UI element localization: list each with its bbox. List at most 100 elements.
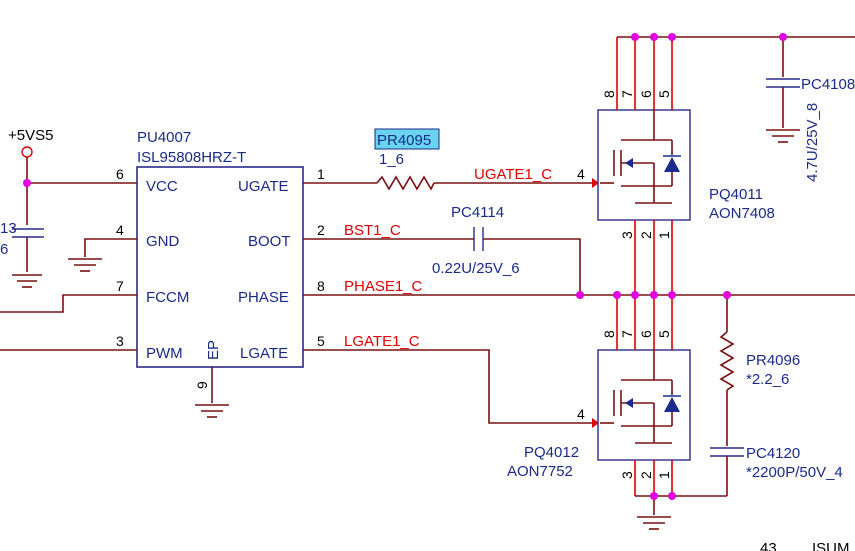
pq4011-pin-6: 6 — [638, 90, 654, 98]
power-port-5vs5 — [21, 146, 33, 158]
pq4011-top-leads — [616, 37, 673, 110]
junction-dot — [668, 492, 676, 500]
pq4012-bottom-leads — [634, 460, 673, 496]
arrow-icon — [592, 178, 599, 188]
pc4114-value: 0.22U/25V_6 — [432, 260, 520, 277]
pq4012-pin-8: 8 — [601, 330, 617, 338]
pq4011-ref: PQ4011 — [709, 186, 763, 203]
pr4095-highlight — [374, 128, 440, 150]
pq4011-part: AON7408 — [709, 205, 775, 222]
pq4012-gate-pin: 4 — [577, 406, 585, 422]
ground-icon — [766, 129, 800, 143]
pin-num-gnd: 4 — [116, 222, 124, 238]
junction-dot — [650, 33, 658, 41]
pq4012-body — [597, 349, 691, 461]
pq4011-pin-3: 3 — [619, 231, 635, 239]
pin-num-fccm: 7 — [116, 278, 124, 294]
pin-num-phase: 8 — [317, 278, 325, 294]
ground-icon — [12, 274, 42, 288]
pr4095-value: 1_6 — [379, 151, 404, 168]
power-label-5vs5: +5VS5 — [8, 127, 53, 144]
pq4011-bottom-leads — [634, 220, 673, 295]
pq4012-pin-1: 1 — [656, 471, 672, 479]
pc4120-value: *2200P/50V_4 — [746, 464, 843, 481]
arrow-icon — [592, 418, 599, 428]
ground-icon — [637, 516, 671, 530]
pq4012-ref: PQ4012 — [524, 444, 579, 461]
mosfet-icon — [600, 110, 673, 204]
gnd-wire — [84, 238, 137, 257]
net-lgate: LGATE1_C — [344, 333, 420, 350]
junction-dot — [631, 291, 639, 299]
pin-name-fccm: FCCM — [146, 289, 189, 306]
ground-icon — [195, 404, 229, 418]
net-boot: BST1_C — [344, 222, 401, 239]
ic-ref: PU4007 — [137, 129, 191, 146]
junction-dot — [668, 291, 676, 299]
pq4011-pin-7: 7 — [619, 90, 635, 98]
ground-icon — [68, 258, 102, 272]
pq4012-pin-2: 2 — [638, 471, 654, 479]
pin-name-gnd: GND — [146, 233, 180, 250]
pc4120-ref: PC4120 — [746, 445, 800, 462]
pin-num-boot: 2 — [317, 222, 325, 238]
net-phase: PHASE1_C — [344, 278, 423, 295]
pq4011-pin-1: 1 — [656, 231, 672, 239]
pin-num-ep: 9 — [194, 381, 210, 389]
junction-dot — [23, 179, 31, 187]
pin-num-vcc: 6 — [116, 166, 124, 182]
resistor-pr4095 — [376, 175, 435, 191]
pq4011-pin-8: 8 — [601, 90, 617, 98]
ic-body — [136, 166, 304, 368]
resistor-pr4096 — [719, 331, 735, 391]
mosfet-icon — [600, 350, 673, 444]
pq4012-pin-6: 6 — [638, 330, 654, 338]
pq4011-pin-5: 5 — [656, 90, 672, 98]
junction-dot — [576, 291, 584, 299]
pq4012-pin-7: 7 — [619, 330, 635, 338]
lgate-wire — [303, 349, 592, 424]
body-diode-icon — [664, 397, 680, 412]
pin-name-lgate: LGATE — [240, 345, 288, 362]
junction-dot — [723, 291, 731, 299]
pq4012-pin-5: 5 — [656, 330, 672, 338]
pr4096-ref: PR4096 — [746, 352, 800, 369]
junction-dot — [631, 33, 639, 41]
footer-text: ISUM — [812, 540, 850, 551]
mosfet-arrow-icon — [625, 158, 633, 168]
pin-name-vcc: VCC — [146, 178, 178, 195]
net-ugate: UGATE1_C — [474, 166, 552, 183]
junction-dots — [23, 33, 787, 500]
pin-name-pwm: PWM — [146, 345, 183, 362]
pin-num-ugate: 1 — [317, 166, 325, 182]
junction-dot — [650, 291, 658, 299]
pin-num-pwm: 3 — [116, 333, 124, 349]
left-cap-value-fragment: 6 — [0, 241, 8, 258]
pq4012-top-leads — [616, 295, 673, 350]
pr4096-value: *2.2_6 — [746, 371, 789, 388]
junction-dot — [650, 492, 658, 500]
mosfet-arrow-icon — [625, 398, 633, 408]
pc4108-value: 4.7U/25V_8 — [804, 103, 821, 182]
pin-name-ep: EP — [205, 340, 222, 360]
pq4011-pin-2: 2 — [638, 231, 654, 239]
pc4114-ref: PC4114 — [451, 204, 504, 221]
pq4012-pin-3: 3 — [619, 471, 635, 479]
pq4011-body — [597, 109, 691, 221]
boot-cap-wire — [483, 238, 581, 295]
left-cap-ref-fragment: 13 — [0, 220, 17, 237]
footer-page: 43 — [760, 540, 777, 551]
pin-num-lgate: 5 — [317, 333, 325, 349]
pq4011-gate-pin: 4 — [577, 166, 585, 182]
junction-dot — [668, 33, 676, 41]
pin-name-ugate: UGATE — [238, 178, 289, 195]
ic-part: ISL95808HRZ-T — [137, 149, 246, 166]
junction-dot — [779, 33, 787, 41]
pin-name-boot: BOOT — [248, 233, 291, 250]
fccm-wire — [0, 294, 137, 313]
pr4095-ref: PR4095 — [377, 132, 431, 149]
pin-name-phase: PHASE — [238, 289, 289, 306]
junction-dot — [613, 291, 621, 299]
pc4108-ref: PC4108 — [801, 76, 855, 93]
